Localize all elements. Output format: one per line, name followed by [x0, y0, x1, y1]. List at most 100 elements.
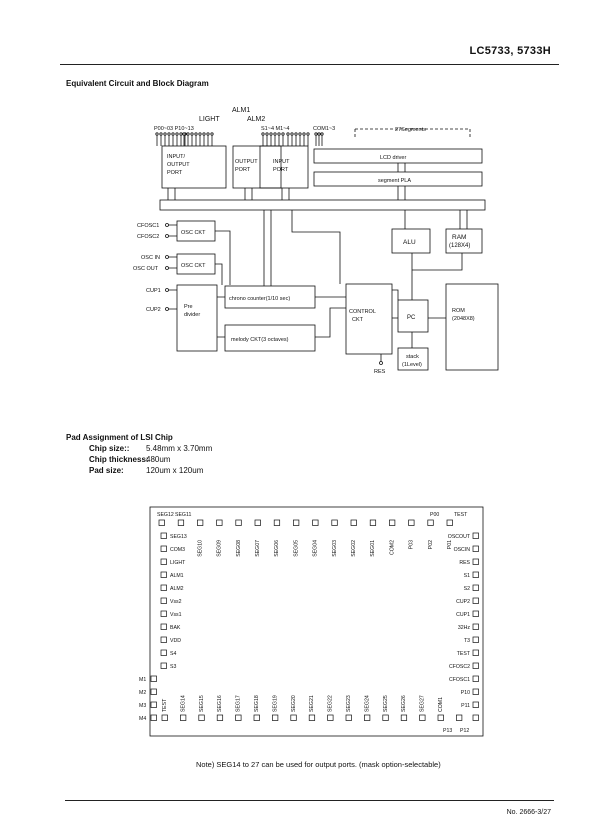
pin-stub-dot	[294, 132, 298, 136]
pad-square	[364, 714, 371, 721]
pad-label-left: S3	[170, 664, 176, 670]
pad-square	[158, 519, 165, 526]
pad-label-top-row: SEG09	[217, 540, 223, 557]
pad-label-top-row: P03	[409, 540, 415, 549]
pad-square	[150, 675, 157, 682]
pad-square	[180, 714, 187, 721]
rom-l1: ROM	[452, 308, 465, 314]
pin-stub-dot	[155, 132, 159, 136]
io-port-box	[161, 145, 227, 189]
pad-label-left: COM3	[170, 547, 185, 553]
pad-label-right: RES	[459, 560, 470, 566]
pad-square	[472, 688, 479, 695]
pin-stub-dot	[261, 132, 265, 136]
pin-stub-dot	[298, 132, 302, 136]
pad-label-left: Vss2	[170, 599, 182, 605]
pad-assignment-heading: Pad Assignment of LSI Chip	[66, 433, 173, 442]
pin-stub-dot	[198, 132, 202, 136]
pin-osc-in: OSC IN	[141, 255, 160, 261]
label-alm1: ALM1	[232, 107, 250, 114]
pad-label-top-row: SEG06	[274, 540, 280, 557]
pad-square	[456, 714, 463, 721]
pad-label-right: CFOSC1	[449, 677, 470, 683]
pad-square	[472, 649, 479, 656]
pad-square	[160, 571, 167, 578]
pin-stub-dot	[320, 132, 324, 136]
footer-rule	[65, 800, 554, 801]
pad-label-left: ALM1	[170, 573, 184, 579]
output-ports-note: Note) SEG14 to 27 can be used for output…	[196, 760, 441, 769]
segments-bracket	[354, 128, 471, 138]
pc-box	[397, 299, 429, 333]
pin-stub-dot	[190, 132, 194, 136]
pad-square	[437, 714, 444, 721]
pad-label-m: M4	[139, 716, 146, 722]
pad-square	[472, 558, 479, 565]
pad-label-left: BAK	[170, 625, 181, 631]
pin-stub-dot	[317, 132, 321, 136]
pad-label-top-row: SEG01	[370, 540, 376, 557]
io-port-l2: OUTPUT	[167, 162, 190, 168]
rom-box	[445, 283, 499, 371]
pin-osc-out: OSC OUT	[133, 266, 159, 272]
pin-stub-dot	[314, 132, 318, 136]
pad-label-m: M2	[139, 690, 146, 696]
pad-square	[472, 597, 479, 604]
pad-label-bottom-row: SEG21	[309, 695, 315, 712]
io-port-l1: INPUT/	[167, 154, 186, 160]
page-header: LC5733, 5733H	[0, 0, 599, 70]
alu-box	[391, 228, 431, 254]
output-port-box	[232, 145, 282, 189]
page-number: No. 2666-3/27	[506, 809, 551, 816]
spec-label: Chip size::	[89, 444, 130, 453]
melody-ckt-box	[224, 324, 316, 352]
pad-label-top-row: SEG04	[313, 540, 319, 557]
pre-divider-l2: divider	[184, 312, 200, 318]
label-com: COM1~3	[313, 126, 335, 132]
pad-label-left: ALM2	[170, 586, 184, 592]
pad-square	[235, 714, 242, 721]
pad-square	[369, 519, 377, 526]
pad-label-top-right: TEST	[454, 512, 468, 518]
label-light: LIGHT	[199, 116, 220, 123]
pad-label-right: P11	[461, 703, 470, 709]
chrono-label: chrono counter(1/10 sec)	[229, 296, 290, 302]
ram-l2: (128X4)	[449, 243, 470, 249]
input-port-l1: INPUT	[273, 159, 290, 165]
main-data-bus	[159, 199, 486, 211]
spec-label: Chip thickness:	[89, 455, 149, 464]
pad-square	[308, 714, 316, 721]
pad-label-m: M1	[139, 677, 146, 683]
diagram-labels: ALM1 LIGHT ALM2 P00~03 P10~13 S1~4 M1~4 …	[133, 107, 475, 375]
spec-value: 480um	[146, 455, 171, 464]
pad-square	[197, 519, 204, 526]
pad-label-top-row: SEG02	[351, 540, 357, 557]
pad-square	[235, 519, 242, 526]
port-pin-stubs	[155, 132, 324, 146]
pad-square	[350, 519, 357, 526]
pad-label-right: OSCOUT	[448, 534, 471, 540]
output-port-l1: OUTPUT	[235, 159, 258, 165]
pad-square	[161, 714, 168, 721]
pin-cfosc2: CFOSC2	[137, 234, 159, 240]
pin-stub-dot	[182, 132, 186, 136]
control-l1: CONTROL	[349, 309, 376, 315]
pin-stub-dot	[286, 132, 290, 136]
pad-square	[446, 519, 453, 526]
pad-label-m: M3	[139, 703, 146, 709]
pad-label-right: CUP2	[456, 599, 470, 605]
pad-label-bottom-row: COM1	[438, 697, 444, 712]
pad-square	[472, 636, 479, 643]
block-diagram-heading: Equivalent Circuit and Block Diagram	[66, 79, 209, 88]
pad-label-right: TEST	[457, 651, 471, 657]
pad-label-top-row: SEG03	[332, 540, 338, 557]
pad-square	[419, 714, 426, 721]
pad-label-bottom-row: SEG17	[236, 695, 242, 712]
pad-square	[290, 714, 297, 721]
pad-square	[312, 519, 319, 526]
pre-divider-box	[176, 284, 218, 352]
pad-square	[331, 519, 338, 526]
label-alm2: ALM2	[247, 116, 265, 123]
block-diagram	[155, 128, 499, 371]
pin-stub-dot	[269, 132, 273, 136]
